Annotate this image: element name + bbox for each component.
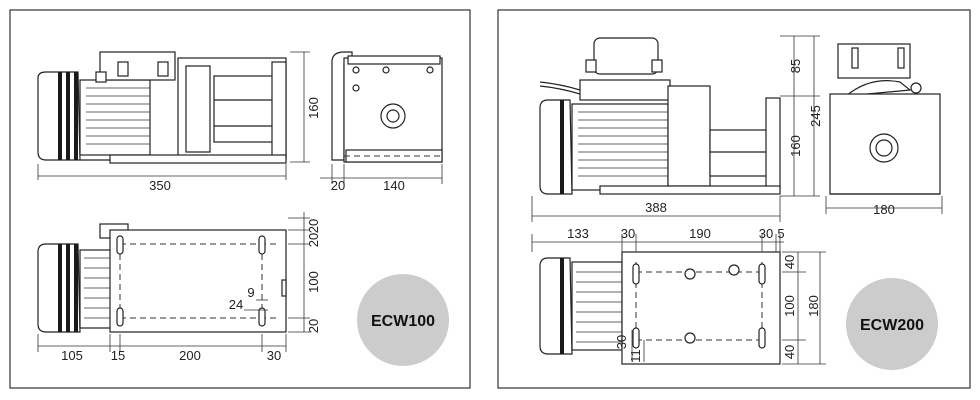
ecw200-side-elevation: 85 160 245 388 <box>531 35 823 222</box>
dim-20-side: 20 <box>331 178 345 193</box>
ecw200-end-elevation: 180 <box>825 43 943 217</box>
dim-160-r: 160 <box>788 135 803 157</box>
dim-plan-20b: 20 <box>306 233 321 247</box>
badge-circle <box>357 274 449 366</box>
dim-plan-190: 190 <box>689 226 711 241</box>
dim-plan-30v: 30 <box>614 335 629 349</box>
model-label-ecw100: ECW100 <box>371 313 435 330</box>
right-panel: 85 160 245 388 180 <box>497 9 971 389</box>
ecw100-side-elevation: 350 160 <box>37 51 321 193</box>
dim-plan-200: 200 <box>179 348 201 363</box>
dim-plan-15: 15 <box>111 348 125 363</box>
dim-plan-180-r: 180 <box>806 295 821 317</box>
badge-circle-r <box>846 278 938 370</box>
dim-plan-100-r: 100 <box>782 295 797 317</box>
dim-plan-40b: 40 <box>782 345 797 359</box>
ecw200-plan-view: 133 30 190 30 5 40 100 40 180 30 11 <box>531 226 826 365</box>
dim-plan-40a: 40 <box>782 255 797 269</box>
ecw200-model-badge: ECW200 <box>846 278 938 370</box>
dim-plan-30: 30 <box>267 348 281 363</box>
dim-180-side: 180 <box>873 202 895 217</box>
dim-245: 245 <box>808 105 823 127</box>
dim-plan-20c: 20 <box>306 319 321 333</box>
model-label-ecw200: ECW200 <box>860 317 924 334</box>
right-panel-frame <box>497 9 971 389</box>
dim-plan-9: 9 <box>247 285 254 300</box>
dim-388: 388 <box>645 200 667 215</box>
left-panel: 350 160 20 140 <box>9 9 471 389</box>
dim-plan-30b: 30 <box>759 226 773 241</box>
dim-160: 160 <box>306 97 321 119</box>
dim-350: 350 <box>149 178 171 193</box>
dim-plan-100: 100 <box>306 271 321 293</box>
left-panel-frame <box>9 9 471 389</box>
dim-plan-5: 5 <box>777 226 784 241</box>
dim-85: 85 <box>788 59 803 73</box>
dim-140: 140 <box>383 178 405 193</box>
dim-plan-20a: 20 <box>306 219 321 233</box>
dim-plan-24: 24 <box>229 297 243 312</box>
dim-plan-30-r: 30 <box>621 226 635 241</box>
dim-plan-11: 11 <box>628 349 643 363</box>
dim-plan-105: 105 <box>61 348 83 363</box>
dim-plan-133: 133 <box>567 226 589 241</box>
ecw100-plan-view: 20 20 100 20 9 24 105 15 200 30 <box>37 212 321 363</box>
ecw100-model-badge: ECW100 <box>357 274 449 366</box>
ecw100-end-elevation: 20 140 <box>320 51 443 193</box>
